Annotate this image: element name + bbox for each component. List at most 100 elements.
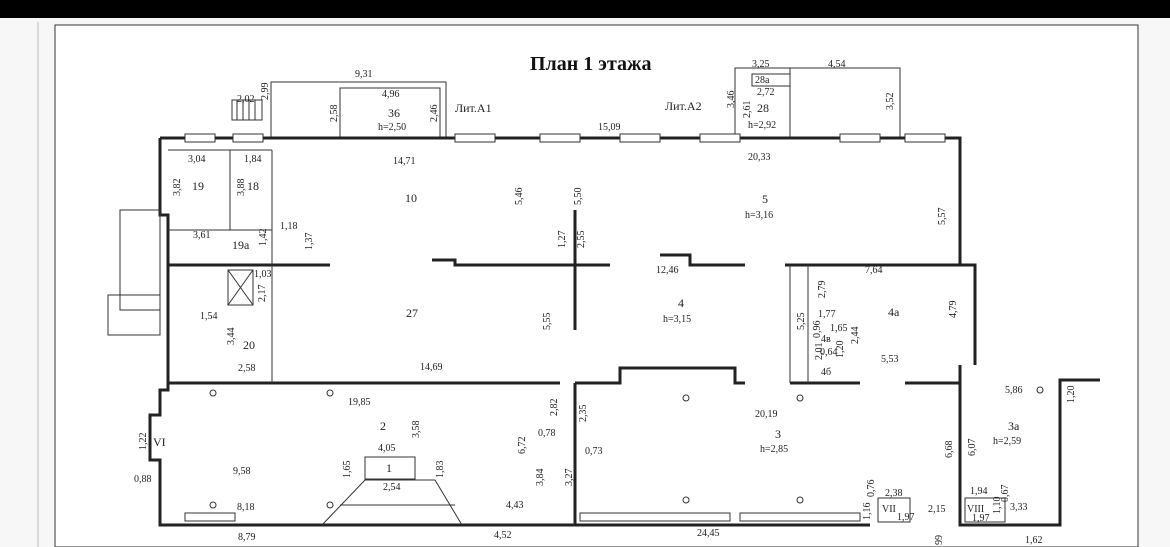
- svg-text:2,72: 2,72: [757, 87, 775, 98]
- room-19a: 19a: [232, 238, 250, 252]
- svg-text:1,16: 1,16: [862, 503, 873, 521]
- svg-text:2,01: 2,01: [814, 343, 825, 361]
- svg-text:20,33: 20,33: [748, 152, 771, 163]
- room-viii: VIII: [967, 504, 984, 515]
- svg-text:1,42: 1,42: [258, 229, 269, 247]
- svg-text:3,27: 3,27: [564, 469, 575, 487]
- svg-text:3,61: 3,61: [193, 230, 211, 241]
- svg-text:0,73: 0,73: [585, 446, 603, 457]
- svg-text:9,31: 9,31: [355, 69, 373, 80]
- svg-text:3,44: 3,44: [226, 328, 237, 346]
- svg-text:1,20: 1,20: [835, 341, 846, 359]
- svg-text:2,46: 2,46: [429, 105, 440, 123]
- svg-text:24,45: 24,45: [697, 528, 720, 539]
- room-3-height: h=2,85: [760, 444, 788, 455]
- svg-text:0,78: 0,78: [538, 428, 556, 439]
- svg-text:2,58: 2,58: [238, 363, 256, 374]
- room-19: 19: [192, 179, 204, 193]
- room-2: 2: [380, 419, 386, 433]
- svg-text:2,61: 2,61: [742, 101, 753, 119]
- svg-text:1,20: 1,20: [1066, 386, 1077, 404]
- svg-text:2,54: 2,54: [383, 482, 401, 493]
- svg-text:1,10: 1,10: [992, 497, 1003, 515]
- svg-text:1,65: 1,65: [342, 461, 353, 479]
- room-vi: VI: [153, 435, 166, 449]
- svg-text:20,19: 20,19: [755, 409, 778, 420]
- svg-text:19,85: 19,85: [348, 397, 371, 408]
- svg-text:8,18: 8,18: [237, 502, 255, 513]
- svg-text:0,76: 0,76: [866, 480, 877, 498]
- svg-text:5,86: 5,86: [1005, 385, 1023, 396]
- room-4: 4: [678, 296, 684, 310]
- dimension-labels: 9,31 2,02 2,99 4,96 2,58 2,46 3,25 4,54 …: [134, 59, 1077, 546]
- svg-text:1,83: 1,83: [435, 461, 446, 479]
- svg-text:5,57: 5,57: [937, 208, 948, 226]
- room-1: 1: [386, 461, 392, 475]
- svg-text:3,33: 3,33: [1010, 502, 1028, 513]
- svg-text:5,53: 5,53: [881, 354, 899, 365]
- room-5: 5: [762, 192, 768, 206]
- svg-text:4,79: 4,79: [948, 301, 959, 319]
- svg-text:1,77: 1,77: [818, 309, 836, 320]
- svg-text:0,64: 0,64: [820, 347, 838, 358]
- svg-text:3,88: 3,88: [236, 179, 247, 197]
- svg-text:1,65: 1,65: [830, 323, 848, 334]
- svg-text:5,46: 5,46: [514, 188, 525, 206]
- room-4v: 4в: [821, 334, 831, 345]
- svg-text:2,82: 2,82: [549, 399, 560, 417]
- room-20: 20: [243, 338, 255, 352]
- room-36-height: h=2,50: [378, 122, 406, 133]
- room-10: 10: [405, 191, 417, 205]
- svg-text:4,43: 4,43: [506, 500, 524, 511]
- svg-text:5,50: 5,50: [573, 188, 584, 206]
- svg-text:2,38: 2,38: [885, 488, 903, 499]
- svg-text:1,37: 1,37: [304, 233, 315, 251]
- svg-text:3,25: 3,25: [752, 59, 770, 70]
- room-4-height: h=3,15: [663, 314, 691, 325]
- svg-text:12,46: 12,46: [656, 265, 679, 276]
- svg-text:1,54: 1,54: [200, 311, 218, 322]
- svg-text:1,97: 1,97: [972, 513, 990, 524]
- room-28: 28: [757, 101, 769, 115]
- entrance-stairs: [119, 209, 161, 311]
- plan-title: План 1 этажа: [530, 53, 652, 75]
- svg-text:2,99: 2,99: [260, 83, 271, 101]
- svg-text:4,52: 4,52: [494, 530, 512, 541]
- svg-text:2,58: 2,58: [329, 105, 340, 123]
- room-36: 36: [388, 106, 400, 120]
- svg-text:2,02: 2,02: [237, 94, 255, 105]
- svg-text:6,68: 6,68: [944, 441, 955, 459]
- svg-text:14,69: 14,69: [420, 362, 443, 373]
- svg-text:15,09: 15,09: [598, 122, 621, 133]
- svg-text:3,52: 3,52: [885, 93, 896, 111]
- room-28a: 28a: [755, 75, 770, 86]
- plan-frame: [54, 24, 1139, 547]
- svg-text:3,84: 3,84: [535, 469, 546, 487]
- room-5-height: h=3,16: [745, 210, 773, 221]
- label-lit-a2: Лит.А2: [665, 99, 702, 113]
- stairs-outer: [231, 99, 263, 121]
- svg-text:0,88: 0,88: [134, 474, 152, 485]
- svg-text:1,84: 1,84: [244, 154, 262, 165]
- svg-text:4,05: 4,05: [378, 443, 396, 454]
- svg-text:14,71: 14,71: [393, 156, 416, 167]
- svg-text:3,82: 3,82: [172, 179, 183, 197]
- top-black-bar: [0, 0, 1170, 18]
- svg-text:2,55: 2,55: [576, 231, 587, 249]
- svg-text:2,35: 2,35: [578, 405, 589, 423]
- svg-text:0,67: 0,67: [1000, 485, 1011, 503]
- svg-text:3,46: 3,46: [726, 91, 737, 109]
- svg-text:5,25: 5,25: [796, 313, 807, 331]
- room-18: 18: [247, 179, 259, 193]
- svg-text:1,22: 1,22: [138, 433, 149, 451]
- svg-text:2,17: 2,17: [257, 285, 268, 303]
- room-4a: 4a: [888, 305, 900, 319]
- room-3a: 3a: [1008, 419, 1020, 433]
- svg-text:2,79: 2,79: [817, 281, 828, 299]
- svg-text:5,55: 5,55: [542, 313, 553, 331]
- svg-text:8,79: 8,79: [238, 532, 256, 543]
- svg-text:7,64: 7,64: [865, 265, 883, 276]
- svg-text:1,62: 1,62: [1025, 535, 1043, 546]
- svg-text:3,04: 3,04: [188, 154, 206, 165]
- svg-text:1,18: 1,18: [280, 221, 298, 232]
